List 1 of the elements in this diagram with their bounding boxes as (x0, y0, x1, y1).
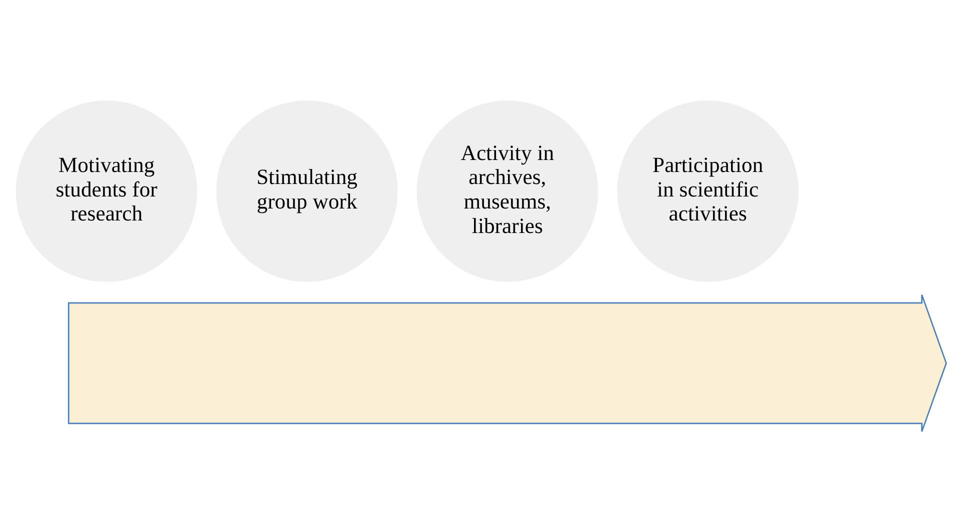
node-arrow (68, 294, 947, 432)
